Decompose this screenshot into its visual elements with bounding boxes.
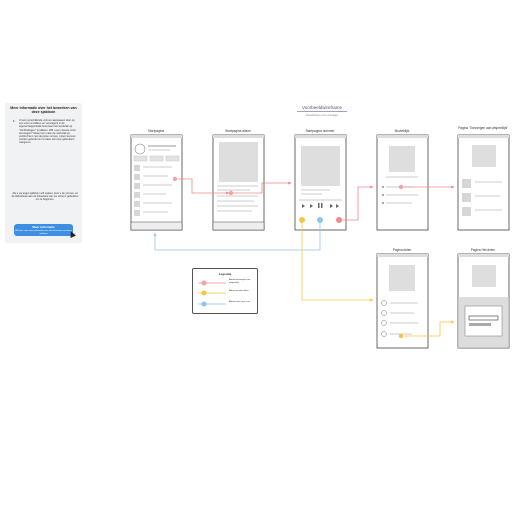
legend-swatch-blue <box>198 301 226 307</box>
caption-playlist: Muzieklijst <box>394 129 410 133</box>
screen-home <box>130 134 183 231</box>
legend: Legenda Album toevoegen aan afspeellijst… <box>192 268 258 314</box>
diagram-title-text: Voorbeeldwireframe <box>297 105 347 112</box>
caption-share: Pagina delen <box>392 248 412 252</box>
diagram-subtitle: Appwireframe voor muziekapp <box>305 114 339 117</box>
info-panel-body-secondary: Als u uw eigen sjabloon wilt maken, kunt… <box>11 192 79 202</box>
caption-home: Startpagina <box>147 129 165 133</box>
caption-artist: Pagina 'Toevoegen aan afspeellijst' <box>458 126 508 130</box>
info-panel-title: Meer informatie over het bewerken van de… <box>10 106 77 115</box>
legend-title: Legenda <box>218 272 232 276</box>
caption-album: Startpagina album <box>225 129 251 133</box>
screen-share-alt <box>457 253 510 349</box>
legend-item-add: Album toevoegen aan afspeellijst <box>229 279 251 284</box>
screen-share <box>376 253 429 349</box>
caption-share-alt: Pagina Het delen <box>470 248 496 252</box>
legend-swatch-yellow <box>198 290 226 296</box>
screen-playlist <box>376 134 429 231</box>
learn-more-sublabel: Klik hier voor meer informatie over het … <box>15 230 72 235</box>
info-panel-body: U kunt verschillende vormen aanpassen do… <box>19 119 76 145</box>
screen-song <box>294 134 347 231</box>
screen-artist <box>457 134 510 231</box>
legend-item-back: Album naar kant over <box>229 301 250 303</box>
learn-more-label: Meer informatie <box>32 225 55 229</box>
info-panel: Meer informatie over het bewerken van de… <box>5 103 82 243</box>
step-number: 1 <box>13 119 15 123</box>
caption-song: Startpagina nummer <box>305 129 335 133</box>
legend-swatch-red <box>198 280 226 286</box>
screen-album <box>212 134 265 231</box>
avatar <box>134 143 146 155</box>
learn-more-button[interactable]: Meer informatie Klik hier voor meer info… <box>14 224 73 236</box>
diagram-title: Voorbeeldwireframe Appwireframe voor muz… <box>297 105 347 117</box>
legend-item-share: Album muziek delen <box>229 290 249 292</box>
